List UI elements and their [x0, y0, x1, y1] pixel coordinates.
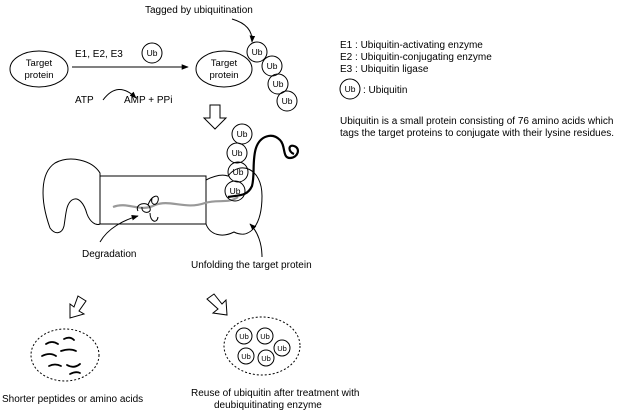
degradation-arrow — [99, 215, 139, 243]
svg-text:Ub: Ub — [282, 96, 293, 106]
ub-circle-enzyme: Ub — [141, 42, 163, 64]
legend-e2: E2 : Ubiquitin-conjugating enzyme — [340, 52, 492, 63]
amp-label: AMP + PPi — [124, 95, 172, 106]
ub-chain-proteasome: Ub Ub Ub Ub — [224, 123, 253, 202]
legend-ub: : Ubiquitin — [363, 85, 407, 96]
proteasome-left-cap — [42, 158, 101, 234]
unfolding-label: Unfolding the target protein — [191, 260, 312, 271]
hollow-arrow-to-ub-reuse — [206, 293, 228, 316]
svg-text:Target: Target — [211, 58, 238, 69]
svg-text:Ub: Ub — [230, 186, 241, 196]
svg-text:Ub: Ub — [147, 48, 158, 58]
proteasome-right-cap — [205, 167, 263, 236]
reuse-label-2: deubiquitinating enzyme — [214, 400, 322, 411]
protein-remnant — [227, 134, 300, 199]
svg-text:Ub: Ub — [237, 129, 248, 139]
svg-text:Ub: Ub — [260, 332, 270, 341]
ub-chain-tagged: Ub Ub Ub Ub — [246, 41, 298, 112]
tagged-curve-arrow — [231, 18, 256, 43]
svg-text:Ub: Ub — [267, 61, 278, 71]
svg-text:Ub: Ub — [277, 344, 287, 353]
svg-text:Ub: Ub — [345, 84, 356, 94]
svg-text:Ub: Ub — [233, 167, 244, 177]
hollow-arrow-to-peptides — [69, 295, 87, 319]
target-protein-tagged: Target protein — [195, 50, 253, 88]
legend-note-2: tags the target proteins to conjugate wi… — [340, 128, 614, 139]
unfolding-arrow — [249, 223, 263, 258]
proteasome-core — [99, 175, 207, 225]
degradation-label: Degradation — [82, 249, 136, 260]
svg-text:Ub: Ub — [239, 332, 249, 341]
atp-amp-curve-arrow — [102, 89, 137, 101]
reuse-label-1: Reuse of ubiquitin after treatment with — [191, 388, 359, 399]
enzymes-label: E1, E2, E3 — [75, 49, 123, 60]
hollow-arrow-to-proteasome — [202, 104, 228, 130]
peptides-pool — [30, 328, 100, 382]
unfolded-chain — [112, 196, 239, 209]
svg-text:Ub: Ub — [241, 352, 251, 361]
atp-label: ATP — [75, 95, 94, 106]
peptides-label: Shorter peptides or amino acids — [2, 394, 143, 405]
proteasome — [42, 134, 300, 236]
svg-text:Ub: Ub — [252, 47, 263, 57]
svg-text:Ub: Ub — [273, 79, 284, 89]
tagged-label: Tagged by ubiquitination — [145, 5, 253, 16]
svg-text:Ub: Ub — [261, 354, 271, 363]
cleavage-coil — [136, 195, 159, 222]
legend: E1 : Ubiquitin-activating enzyme E2 : Ub… — [339, 40, 614, 139]
svg-text:Ub: Ub — [232, 148, 243, 158]
legend-e1: E1 : Ubiquitin-activating enzyme — [340, 40, 483, 51]
target-protein-untagged: Target protein — [9, 50, 69, 88]
ubiquitin-pool: Ub Ub Ub Ub Ub — [223, 316, 301, 376]
target-protein-label-1: Target — [26, 58, 53, 69]
target-protein-label-2: protein — [24, 70, 53, 81]
svg-text:protein: protein — [209, 70, 238, 81]
legend-e3: E3 : Ubiquitin ligase — [340, 64, 429, 75]
legend-note-1: Ubiquitin is a small protein consisting … — [340, 116, 613, 127]
